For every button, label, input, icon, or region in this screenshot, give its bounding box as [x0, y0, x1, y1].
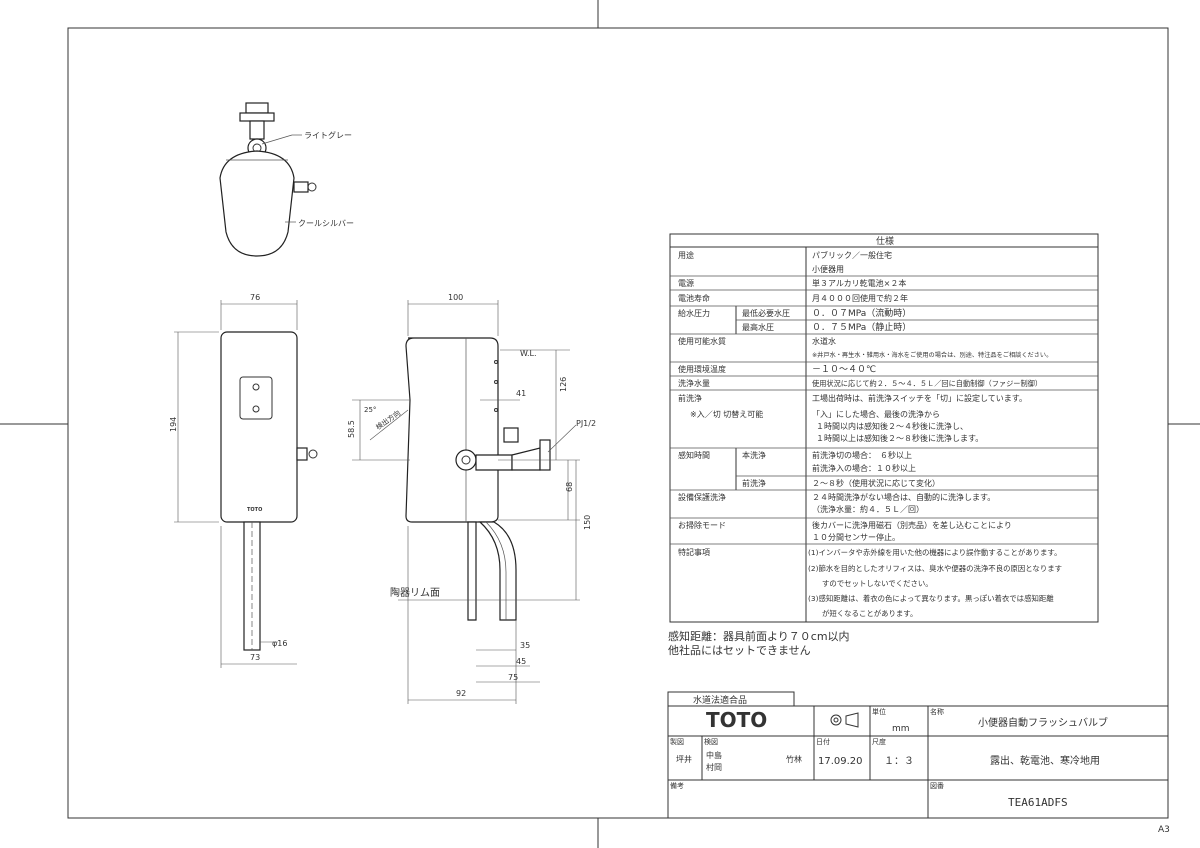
- spec-value-pre-flush-2: 「入」にした場合、最後の洗浄から: [812, 409, 940, 419]
- spec-value-sensing-3: ２～８秒（使用状況に応じて変化）: [812, 478, 940, 488]
- dim-126: 126: [559, 377, 568, 392]
- top-view: [219, 102, 317, 257]
- checked-by-2: 村岡: [706, 762, 722, 772]
- approved-by: 竹林: [786, 754, 802, 764]
- spec-value-sensing-1: 前洗浄切の場合： ６秒以上: [812, 450, 912, 460]
- spec-value-use-1: パブリック／一般住宅: [812, 250, 892, 260]
- spec-value-power: 単３アルカリ乾電池×２本: [812, 278, 906, 288]
- spec-label-flush-volume: 洗浄水量: [678, 378, 710, 388]
- spec-sub-min-pressure: 最低必要水圧: [742, 308, 790, 318]
- sheet-border: [67, 27, 1169, 819]
- spec-value-max-pressure: ０．７５MPa（静止時）: [812, 321, 911, 333]
- spec-value-notes-1: (1)インバータや赤外線を用いた他の機器により誤作動することがあります。: [808, 548, 1061, 557]
- spec-value-pre-flush-3: １時間以内は感知後２～４秒後に洗浄し、: [816, 421, 968, 431]
- spec-label-pressure: 給水圧力: [678, 308, 710, 318]
- dim-45: 45: [516, 657, 526, 666]
- drawn-label: 製図: [670, 737, 684, 746]
- wl-label: W.L.: [520, 349, 537, 358]
- checked-label: 検図: [704, 737, 718, 746]
- spec-value-water: 水道水: [812, 336, 836, 346]
- dim-68: 68: [565, 482, 574, 492]
- spec-value-protection-1: ２４時間洗浄がない場合は、自動的に洗浄します。: [812, 492, 995, 502]
- dim-front-height: 194: [169, 417, 178, 432]
- remarks-label: 備考: [670, 781, 684, 790]
- spec-value-pre-flush-1: 工場出荷時は、前洗浄スイッチを「切」に設定しています。: [812, 393, 1027, 403]
- spec-value-notes-2: (2)節水を目的としたオリフィスは、臭水や便器の洗浄不良の原因となります: [808, 564, 1062, 573]
- dim-41: 41: [516, 389, 526, 398]
- spec-label-battery: 電池寿命: [678, 293, 710, 303]
- spec-value-min-pressure: ０．０７MPa（流動時）: [812, 307, 911, 319]
- spec-sub-main-flush: 本洗浄: [742, 450, 766, 460]
- date-value: 17.09.20: [818, 756, 863, 767]
- spec-label-cleaning: お掃除モード: [678, 520, 726, 530]
- product-description: 露出、乾電池、寒冷地用: [990, 754, 1100, 767]
- scale-value: １：３: [884, 756, 914, 767]
- dim-75: 75: [508, 673, 518, 682]
- spec-label-water: 使用可能水質: [678, 336, 726, 346]
- projection-symbol-icon: [830, 712, 859, 728]
- unit-label: 単位: [872, 707, 886, 716]
- sensor-direction: 検出方向: [374, 408, 402, 431]
- note-sensing-distance: 感知距離：器具前面より７０cm以内: [668, 629, 850, 643]
- spec-label-protection: 設備保護洗浄: [678, 492, 726, 502]
- spec-label-temp: 使用環境温度: [678, 364, 726, 374]
- spec-label-switchable: ※入／切 切替え可能: [690, 409, 763, 419]
- checked-by: 中島: [706, 750, 722, 760]
- dim-35: 35: [520, 641, 530, 650]
- scale-label: 尺度: [872, 737, 886, 746]
- spec-value-notes-4: (3)感知距離は、着衣の色によって異なります。黒っぽい着衣では感知距離: [808, 594, 1054, 603]
- spec-value-use-2: 小便器用: [812, 264, 844, 274]
- spec-value-cleaning-2: １０分間センサー停止。: [812, 532, 900, 542]
- cert-label: 水道法適合品: [693, 694, 747, 706]
- spec-label-pre-flush: 前洗浄: [678, 393, 702, 403]
- spec-value-sensing-2: 前洗浄入の場合：１０秒以上: [812, 463, 916, 473]
- spec-label-notes: 特記事項: [678, 547, 710, 557]
- spec-value-water-note: ※井戸水・再生水・雑用水・海水をご使用の場合は、別途、特注品をご相談ください。: [812, 351, 1052, 359]
- sheet-size-label: A3: [1158, 825, 1170, 835]
- note-other-brands: 他社品にはセットできません: [668, 643, 811, 657]
- spec-value-protection-2: （洗浄水量：約４．５Ｌ／回）: [812, 504, 924, 514]
- spec-value-battery: 月４０００回使用で約２年: [812, 293, 908, 303]
- product-name: 小便器自動フラッシュバルブ: [978, 716, 1108, 729]
- unit-value: mm: [892, 724, 910, 734]
- date-label: 日付: [816, 737, 830, 746]
- dim-front-bottom: 73: [250, 653, 260, 662]
- spec-value-notes-3: すのでセットしないでください。: [822, 579, 933, 588]
- spec-sub-pre-flush: 前洗浄: [742, 478, 766, 488]
- callout-cool-silver: クールシルバー: [298, 219, 354, 228]
- spec-value-temp: －１０～４０℃: [812, 365, 876, 375]
- dim-58: 58.5: [347, 420, 356, 438]
- dim-side-width: 100: [448, 293, 463, 302]
- spec-value-notes-5: が短くなることがあります。: [822, 609, 917, 618]
- title-block: [667, 691, 1169, 819]
- dim-150: 150: [583, 515, 592, 530]
- side-view: [352, 300, 580, 704]
- spec-table: [669, 233, 1099, 623]
- spec-value-flush-volume: 使用状況に応じて約２．５～４．５Ｌ／回に自動制御（ファジー制御）: [812, 379, 1042, 388]
- spec-title: 仕様: [876, 235, 894, 247]
- spec-value-pre-flush-4: １時間以上は感知後２～８秒後に洗浄します。: [816, 433, 983, 443]
- spec-value-cleaning-1: 後カバーに洗浄用磁石（別売品）を差し込むことにより: [812, 520, 1012, 530]
- dim-pj: PJ1/2: [576, 419, 596, 428]
- toto-logo: TOTO: [706, 708, 767, 732]
- drawn-by: 坪井: [676, 754, 692, 764]
- dim-front-width: 76: [250, 293, 260, 302]
- rim-label: 陶器リム面: [390, 586, 440, 599]
- dim-angle: 25°: [364, 406, 376, 414]
- drawing-no-label: 図番: [930, 782, 944, 790]
- dim-92: 92: [456, 689, 466, 698]
- spec-label-use: 用途: [678, 250, 694, 260]
- dim-pipe-dia: φ16: [272, 639, 287, 648]
- name-label: 名称: [930, 707, 944, 716]
- model-number: TEA61ADFS: [1008, 796, 1068, 809]
- front-view: TOTO: [174, 300, 318, 668]
- front-brand: TOTO: [247, 507, 262, 513]
- spec-sub-max-pressure: 最高水圧: [742, 322, 774, 332]
- spec-label-sensing: 感知時間: [678, 450, 710, 460]
- spec-label-power: 電源: [678, 279, 694, 288]
- callout-light-gray: ライトグレー: [304, 130, 352, 140]
